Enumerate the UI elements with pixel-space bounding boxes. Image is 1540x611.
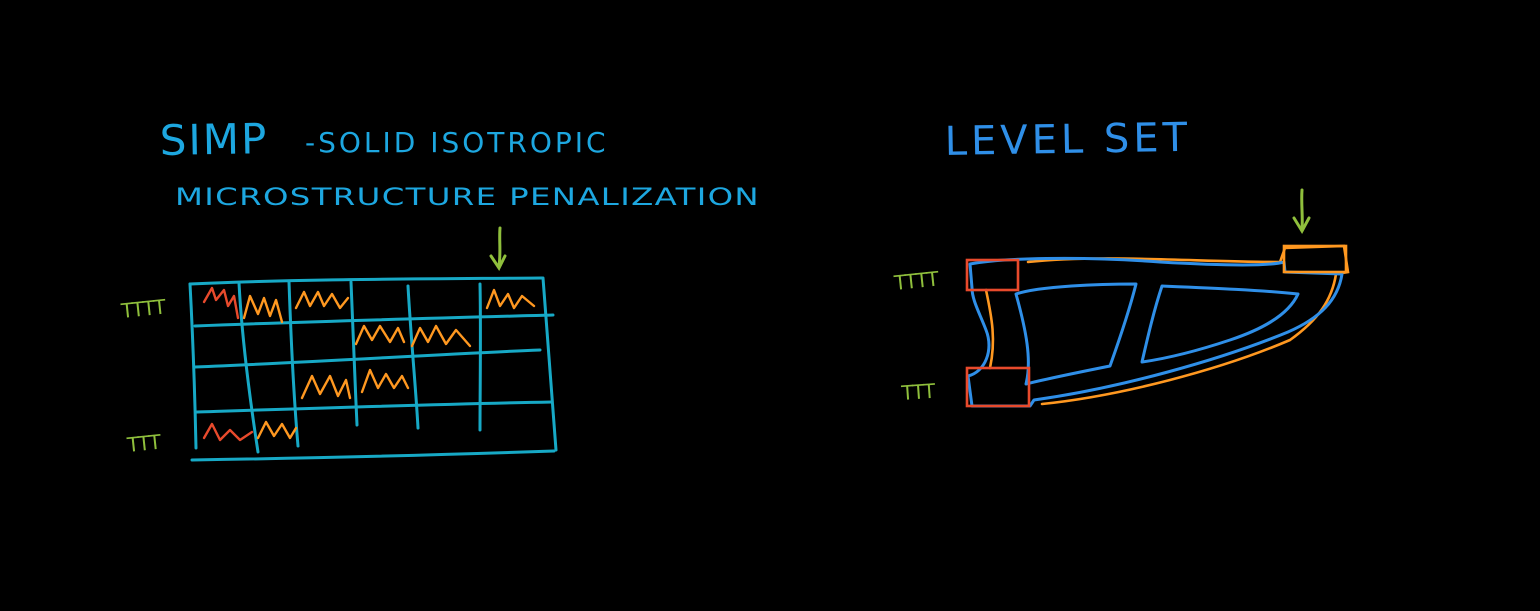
grid-line-h0 <box>188 276 544 286</box>
level-set-support-top: TTTT <box>892 266 941 295</box>
density-cell-red-1 <box>202 286 240 320</box>
level-set-section: LEVEL SET TTTT TTT <box>892 115 1350 408</box>
grid-line-h3 <box>195 400 554 414</box>
grid-line-v0 <box>188 282 198 450</box>
grid-line-v6 <box>541 276 558 452</box>
level-set-support-bottom: TTT <box>900 379 937 405</box>
level-set-hole-right <box>1140 284 1300 364</box>
level-set-support-boxes <box>965 244 1348 408</box>
density-cell-orange-8 <box>256 420 298 440</box>
density-cell-orange-3 <box>485 288 536 310</box>
load-box <box>1282 244 1348 274</box>
level-set-orange-contour <box>984 244 1350 406</box>
level-set-structure-outline <box>966 256 1344 408</box>
simp-design-grid <box>188 276 558 462</box>
grid-line-h1 <box>193 313 555 328</box>
density-cell-red-2 <box>202 422 254 442</box>
simp-subtitle-line2: MICROSTRUCTURE PENALIZATION <box>175 183 760 211</box>
simp-support-bottom: TTT <box>125 429 163 457</box>
simp-title: SIMP <box>159 114 268 165</box>
level-set-load-arrow-icon <box>1292 188 1311 235</box>
grid-line-h2 <box>193 348 542 369</box>
grid-line-h4 <box>190 449 556 462</box>
level-set-title: LEVEL SET <box>944 115 1191 165</box>
density-cell-orange-6 <box>300 374 352 400</box>
grid-line-v4 <box>406 284 420 430</box>
grid-line-v1 <box>237 281 260 454</box>
simp-subtitle-line1: -SOLID ISOTROPIC <box>305 126 609 159</box>
density-cell-orange-2 <box>294 290 350 310</box>
density-cell-orange-5 <box>410 324 472 348</box>
grid-line-v2 <box>287 280 300 448</box>
simp-section: SIMP -SOLID ISOTROPIC MICROSTRUCTURE PEN… <box>119 114 760 462</box>
grid-line-v3 <box>349 280 359 427</box>
level-set-hole-left <box>1014 282 1138 386</box>
density-cell-orange-7 <box>360 368 410 394</box>
support-box-bottom <box>965 366 1031 408</box>
density-cell-orange-1 <box>242 294 284 324</box>
simp-load-arrow-icon <box>489 226 507 271</box>
density-cell-orange-4 <box>354 324 406 346</box>
support-box-top <box>965 258 1020 292</box>
simp-support-top: TTTT <box>119 294 168 323</box>
simp-density-fills <box>202 286 536 442</box>
